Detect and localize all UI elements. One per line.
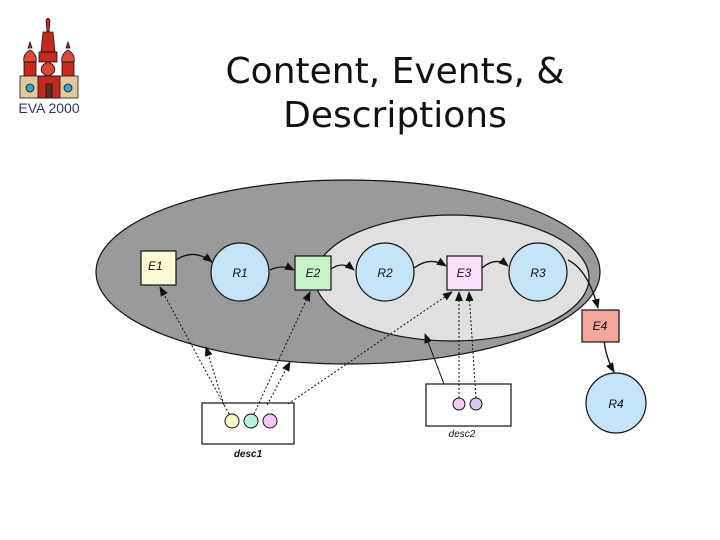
desc2-label: desc2 (449, 429, 476, 440)
svg-text:R2: R2 (377, 266, 393, 280)
node-e1: E1 (140, 250, 177, 286)
edge-e2-r2 (329, 261, 355, 271)
desc1-box (201, 402, 295, 445)
kremlin-logo-icon (10, 17, 90, 118)
edge-r3-e4 (567, 259, 600, 309)
node-r1: R1 (210, 242, 270, 302)
ref-desc2-e3-b (465, 291, 477, 399)
edge-e3-r3 (481, 257, 509, 269)
node-r3: R3 (508, 242, 568, 302)
logo-caption: EVA 2000 (18, 100, 80, 116)
desc1-dot-pink (262, 413, 278, 429)
svg-text:R1: R1 (232, 266, 247, 280)
node-e4: E4 (581, 309, 620, 343)
page-title: Content, Events, & Descriptions (165, 50, 625, 138)
node-e3: E3 (446, 255, 483, 291)
desc2-dot-lavender (469, 397, 483, 411)
desc2-dot-pink (452, 397, 466, 411)
svg-text:R4: R4 (608, 397, 624, 411)
desc1-dot-yellow (224, 413, 240, 429)
node-r2: R2 (355, 242, 415, 302)
edge-e4-r4 (603, 339, 615, 373)
desc1-dot-green (243, 413, 259, 429)
svg-text:E1: E1 (148, 259, 163, 273)
svg-text:E4: E4 (593, 319, 608, 333)
edge-r1-e2 (269, 262, 295, 271)
ref-desc1-outer-left (204, 346, 225, 406)
ref-desc1-e3 (287, 291, 453, 405)
desc2-box (425, 383, 512, 427)
page-title-line-2: Descriptions (283, 95, 507, 136)
node-e2: E2 (294, 255, 332, 291)
svg-text:E2: E2 (306, 266, 321, 280)
svg-text:E3: E3 (457, 266, 472, 280)
desc1-label: desc1 (234, 449, 263, 460)
node-r4: R4 (585, 372, 647, 434)
ref-desc2-inner (424, 333, 445, 385)
edge-r2-e3 (413, 257, 447, 269)
edge-e1-r1 (175, 253, 213, 263)
ref-desc1-outer-mid (266, 361, 291, 406)
svg-text:R3: R3 (530, 266, 546, 280)
page-title-line-1: Content, Events, & (225, 51, 565, 92)
ref-desc1-e1 (159, 286, 230, 415)
